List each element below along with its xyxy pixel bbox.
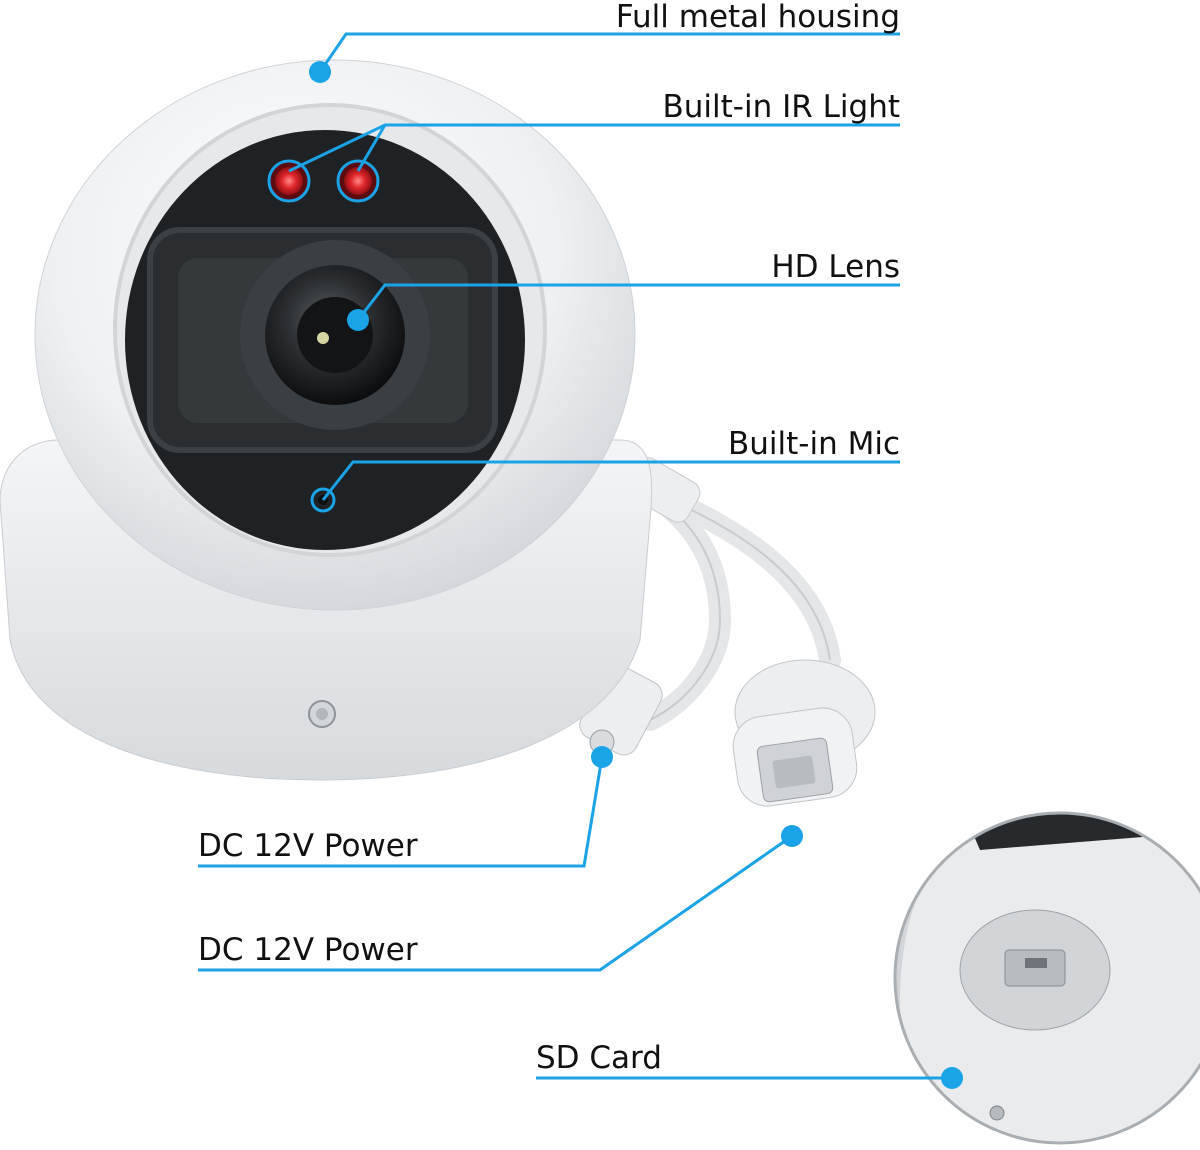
callout-line-housing [318,32,900,73]
callout-ring-ir-1 [267,159,311,203]
callout-line-dc2 [198,834,793,972]
callout-dots [309,61,963,1089]
callout-dot-sd [941,1067,963,1089]
label-built-in-mic: Built-in Mic [728,426,900,462]
callout-ring-ir-2 [336,159,380,203]
callout-line-ir [288,123,900,173]
callout-ring-mic [310,487,336,513]
callout-dot-housing [309,61,331,83]
callout-line-lens [356,283,900,321]
callout-dot-dc2 [781,825,803,847]
callout-line-mic [321,460,900,501]
callout-rings [267,159,380,513]
label-sd-card: SD Card [536,1040,662,1076]
callout-lines [198,32,952,1080]
callout-line-dc1 [198,756,604,868]
label-dc-power-2: DC 12V Power [198,932,418,968]
sd-card-inset [893,811,1200,1145]
label-full-metal-housing: Full metal housing [615,0,900,35]
rj45-connector [732,659,876,807]
label-dc-power-1: DC 12V Power [198,828,418,864]
callout-dot-lens [347,309,369,331]
ir-leds [270,162,377,200]
lens-face [125,130,525,550]
label-built-in-ir-light: Built-in IR Light [662,89,901,125]
label-hd-lens: HD Lens [771,249,900,285]
callout-dot-dc1 [591,746,613,768]
